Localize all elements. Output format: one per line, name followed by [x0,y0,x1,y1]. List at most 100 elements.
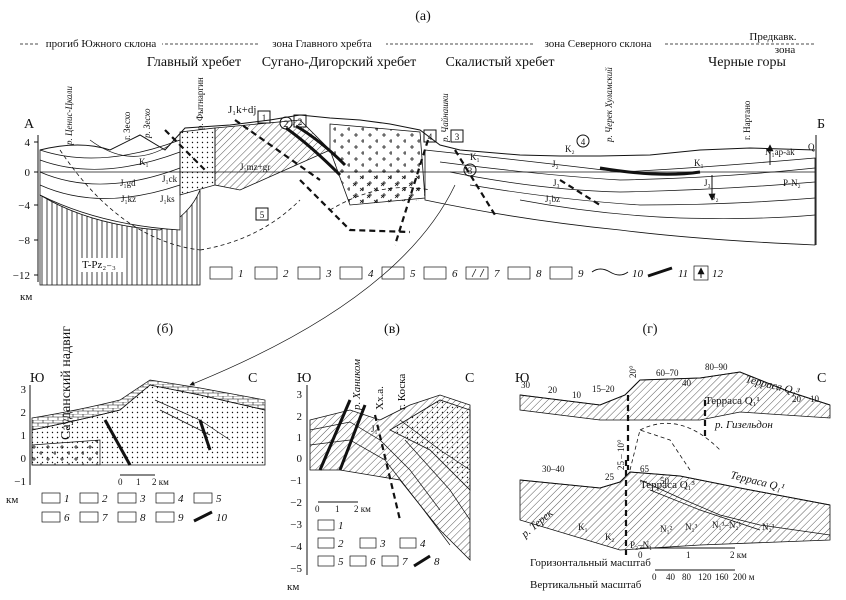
fault-5 [454,149,496,216]
legend-b-6: 6 [64,512,70,524]
legend-v-8: 8 [434,556,440,568]
unit-j3-b: J₃ [553,178,560,188]
zone-fore-label-2: зона [775,44,796,56]
g-top-n1: 20 [548,385,558,395]
g-v-scale-5: 200 м [733,572,755,582]
unit-p-n2: P-N₂ [783,178,801,188]
g-h-scale-1: 1 [686,550,691,560]
unit-j1ks: J₁ks [160,194,175,204]
panel-b-south: Ю [30,371,44,386]
v-tick-3: 3 [297,389,303,401]
panel-g-label: (г) [642,322,657,337]
panel-g: (г) Ю С 30 20 10 15–20 20° 60–70 40 80–9… [515,322,831,591]
legend-v-3: 3 [379,538,386,550]
unit-n1: N₁ap-ak [765,147,795,157]
g-bot-n2: 25 – 10° [616,439,626,470]
b-scale-1: 1 [136,477,141,487]
g-v-scale-0: 0 [652,572,657,582]
profile-end-a: А [24,117,35,132]
v-tick-m1: −1 [290,475,302,487]
south-slope-block [39,139,181,231]
legend-a-9: 9 [578,268,584,280]
marker-sq-1: 1 [262,113,267,123]
b-y-unit: км [6,494,18,506]
g-unit-n1-2: N₁² [660,524,673,534]
g-bot-n1: 25 [605,472,615,482]
range-sugano: Сугано-Дигорский хребет [262,55,417,70]
legend-a-8: 8 [536,268,542,280]
fault-6 [559,179,601,206]
unit-k2-a: K₂ [565,144,575,154]
zone-south-label: прогиб Южного склона [46,38,157,50]
v-tick-m4: −4 [290,541,302,553]
panel-v-north: С [465,371,474,386]
panel-v: (в) Ю С 3 2 1 0 −1 −2 −3 −4 −5 км р. Хан… [287,322,474,593]
b-scale-0: 0 [118,477,123,487]
legend-b-8: 8 [140,512,146,524]
peak-nartano: г. Нартано [742,100,752,140]
legend-v-2: 2 [338,538,344,550]
g-h-scale-label: Горизонтальный масштаб [530,557,651,569]
g-unit-n1-3: N₁³ [685,522,698,532]
river-fytnargin: р. Фытнаргин [195,77,205,130]
a-tick-m12: −12 [13,270,30,282]
fault-3 [299,179,411,234]
legend-a-5: 5 [410,268,416,280]
legend-b-4: 4 [178,493,184,505]
v-y-unit: км [287,581,299,593]
g-unit-k1: K₁ [578,522,588,532]
g-top-terrace-b: Терраса Q₁¹ [705,395,760,407]
a-tick-4: 4 [25,137,31,149]
g-top-n8: 10 [810,394,820,404]
peak-zeskho: г. Зесхо [122,111,132,140]
g-h-scale-0: 0 [638,550,643,560]
legend-a-2: 2 [283,268,289,280]
marker-sq-3: 3 [455,132,460,142]
unit-j1bz: J₁bz [545,194,560,204]
v-river: р. Хаником [351,359,363,411]
g-bot-n3: 65 [640,464,650,474]
unit-t-pz: T-Pz₂₋₃ [82,259,116,271]
unit-j1k-dj: J₁k+dj [228,104,256,116]
legend-v: 1 2 3 4 5 6 7 8 [317,519,440,568]
zone-fore-label-1: Предкавк. [749,31,796,43]
profile-end-b: Б [817,117,825,132]
g-bot-terrace-a: Терраса Q₁³ [640,479,695,491]
g-top-n9: 20 [792,394,802,404]
legend-a-10: 10 [632,268,644,280]
legend-b-3: 3 [139,493,146,505]
unit-j3: J₃ [704,178,711,188]
legend-v-4: 4 [420,538,426,550]
b-tick-2: 2 [21,407,27,419]
v-tick-1: 1 [297,432,303,444]
v-hxa: Хх.а. [374,386,386,410]
unit-j1kz: J₁kz [121,194,136,204]
unit-j2-b: J₂ [712,192,719,202]
g-unit-n1-3-n2-1: N₁³–N₂¹ [712,520,741,530]
range-skalisty: Скалистый хребет [446,55,555,70]
panel-a-label: (а) [415,9,431,24]
g-top-n2: 10 [572,390,582,400]
surface-profile [39,114,816,157]
b-tick-3: 3 [21,384,27,396]
panel-b-north: С [248,371,257,386]
legend-a-3: 3 [325,268,332,280]
legend-v-1: 1 [338,520,344,532]
g-v-scale-4: 160 [715,572,729,582]
unit-q: Q [808,142,815,152]
legend-b-1: 1 [64,493,70,505]
legend-a-1: 1 [238,268,244,280]
panel-g-south: Ю [515,371,529,386]
link-arrow [189,184,456,386]
v-tick-0: 0 [297,453,303,465]
a-y-unit: км [20,291,32,303]
unit-k1-b: K₁ [470,152,480,162]
g-top-n0: 30 [521,380,531,390]
marker-sq-5: 5 [260,210,265,220]
g-bot-n4: 50 [660,476,670,486]
v-koska: г. Коска [396,374,408,410]
marker-sq-4: 4 [428,132,433,142]
b-tick-m1: −1 [14,476,26,488]
legend-b-9: 9 [178,512,184,524]
